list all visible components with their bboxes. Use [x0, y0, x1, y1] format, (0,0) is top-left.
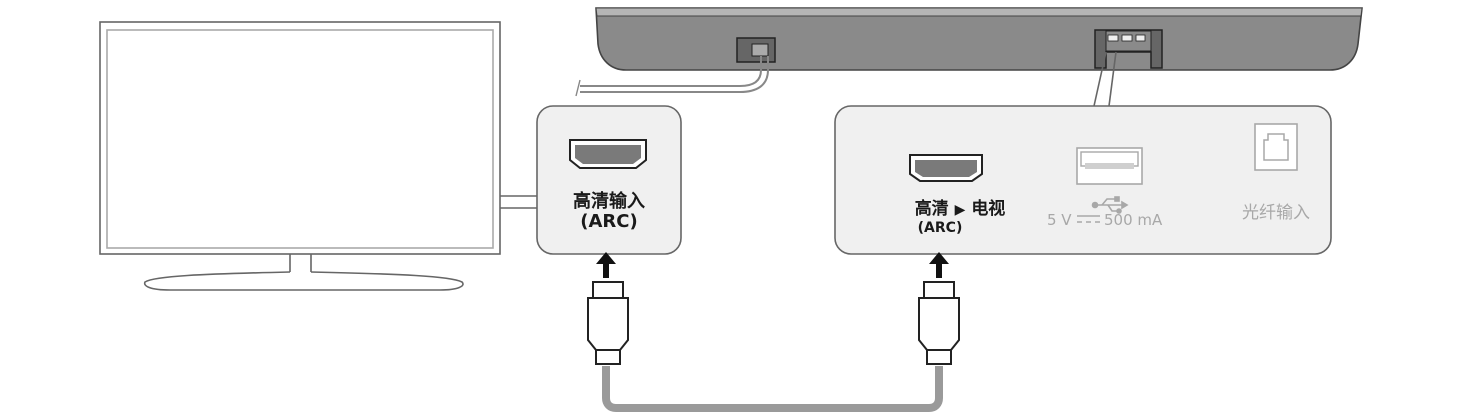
soundbar-hdmi-label: 高清 ▶ 电视 — [880, 199, 1040, 220]
dc-symbol-icon — [1077, 215, 1100, 223]
arrow-up-icon — [596, 252, 616, 278]
hdmi-plug-icon — [587, 281, 629, 365]
usb-current: 500 mA — [1104, 211, 1163, 229]
tv-hdmi-label-line2: (ARC) — [580, 211, 638, 232]
soundbar-port-panel — [834, 105, 1332, 255]
usb-symbol-icon — [1091, 196, 1129, 214]
callout-lines — [1093, 51, 1117, 107]
hdmi-direction-arrow: ▶ — [954, 202, 966, 218]
optical-label: 光纤输入 — [1242, 203, 1310, 223]
hdmi-label-right: 电视 — [971, 199, 1006, 219]
hdmi-label-left: 高清 — [914, 199, 949, 219]
soundbar-outline — [595, 7, 1363, 71]
tv-hdmi-label-line1: 高清输入 — [573, 191, 645, 212]
soundbar-hdmi-sublabel: (ARC) — [917, 220, 963, 236]
usb-voltage: 5 V — [1047, 211, 1072, 229]
optical-port-icon — [1254, 123, 1298, 171]
hdmi-port-icon — [909, 154, 983, 182]
usb-port-icon — [1076, 147, 1143, 185]
hdmi-cable — [602, 366, 943, 412]
hdmi-plug-icon — [918, 281, 960, 365]
hdmi-port-icon — [569, 139, 647, 169]
tv-port-panel — [536, 105, 682, 255]
tv-hdmi-label: 高清输入 (ARC) — [537, 192, 681, 232]
arrow-up-icon — [929, 252, 949, 278]
tv-outline — [99, 21, 537, 291]
power-cord — [575, 56, 769, 97]
